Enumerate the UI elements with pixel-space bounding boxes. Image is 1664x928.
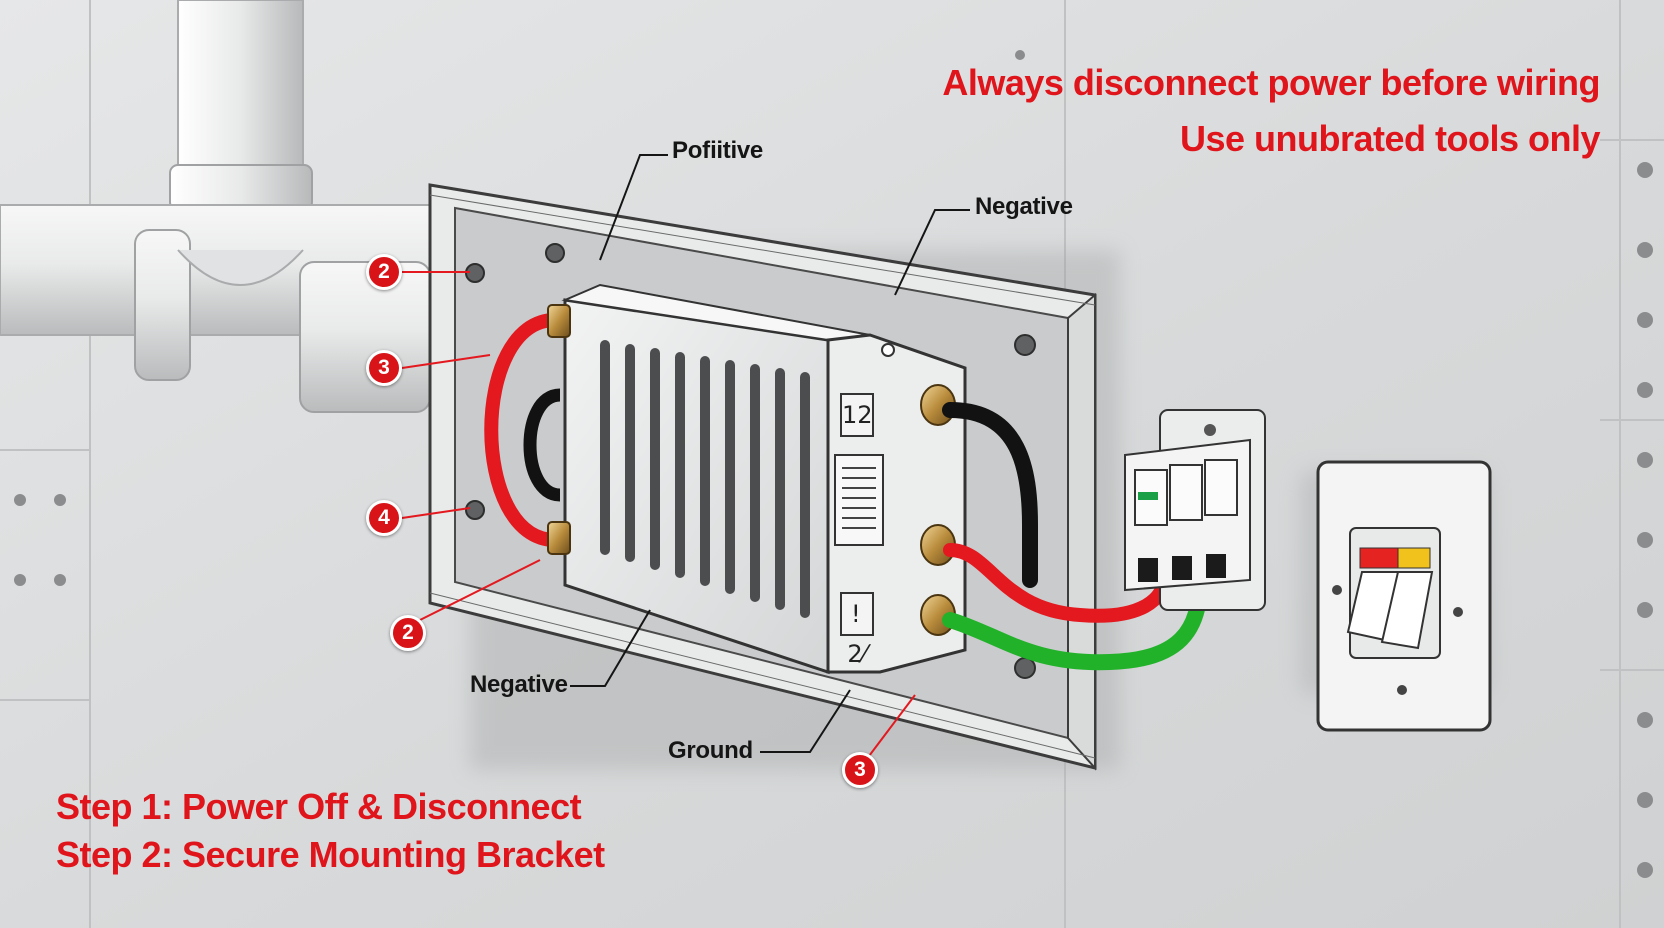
callout-negative-top: Negative — [975, 193, 1073, 220]
circuit-breaker — [1124, 409, 1266, 611]
wall-switch — [1300, 460, 1492, 732]
step-badge-3-left: 3 — [366, 350, 402, 386]
red-wire-loop — [484, 313, 556, 547]
step-badge-4: 4 — [366, 500, 402, 536]
wall-holes — [14, 50, 1653, 878]
ground-wire — [942, 572, 1208, 671]
spec-label — [834, 454, 884, 546]
enclosure-screws — [465, 243, 1036, 679]
step-badge-2-bottom: 2 — [390, 615, 426, 651]
step-badge-2-top: 2 — [366, 254, 402, 290]
black-wire-loop — [523, 388, 562, 502]
warning-tools: Use unubrated tools only — [1179, 118, 1601, 159]
callout-positive: Poﬁitive — [672, 137, 763, 164]
callout-negative-bottom: Negative — [470, 671, 568, 698]
callout-ground: Ground — [668, 737, 753, 764]
left-terminals — [547, 304, 571, 555]
white-pipes — [0, 0, 431, 413]
terminal-tag-upper: 12 — [840, 393, 874, 437]
terminal-tag-lower: ! 2⁄ — [840, 592, 874, 668]
callout-lines — [570, 154, 970, 753]
step-1-text: Step 1: Power Off & Disconnect — [56, 786, 582, 827]
warning-disconnect-power: Always disconnect power before wiring — [942, 62, 1600, 103]
positive-wire — [943, 543, 1172, 623]
negative-wire — [942, 402, 1038, 588]
step-2-text: Step 2: Secure Mounting Bracket — [56, 834, 605, 875]
step-badge-3-bottom: 3 — [842, 752, 878, 788]
